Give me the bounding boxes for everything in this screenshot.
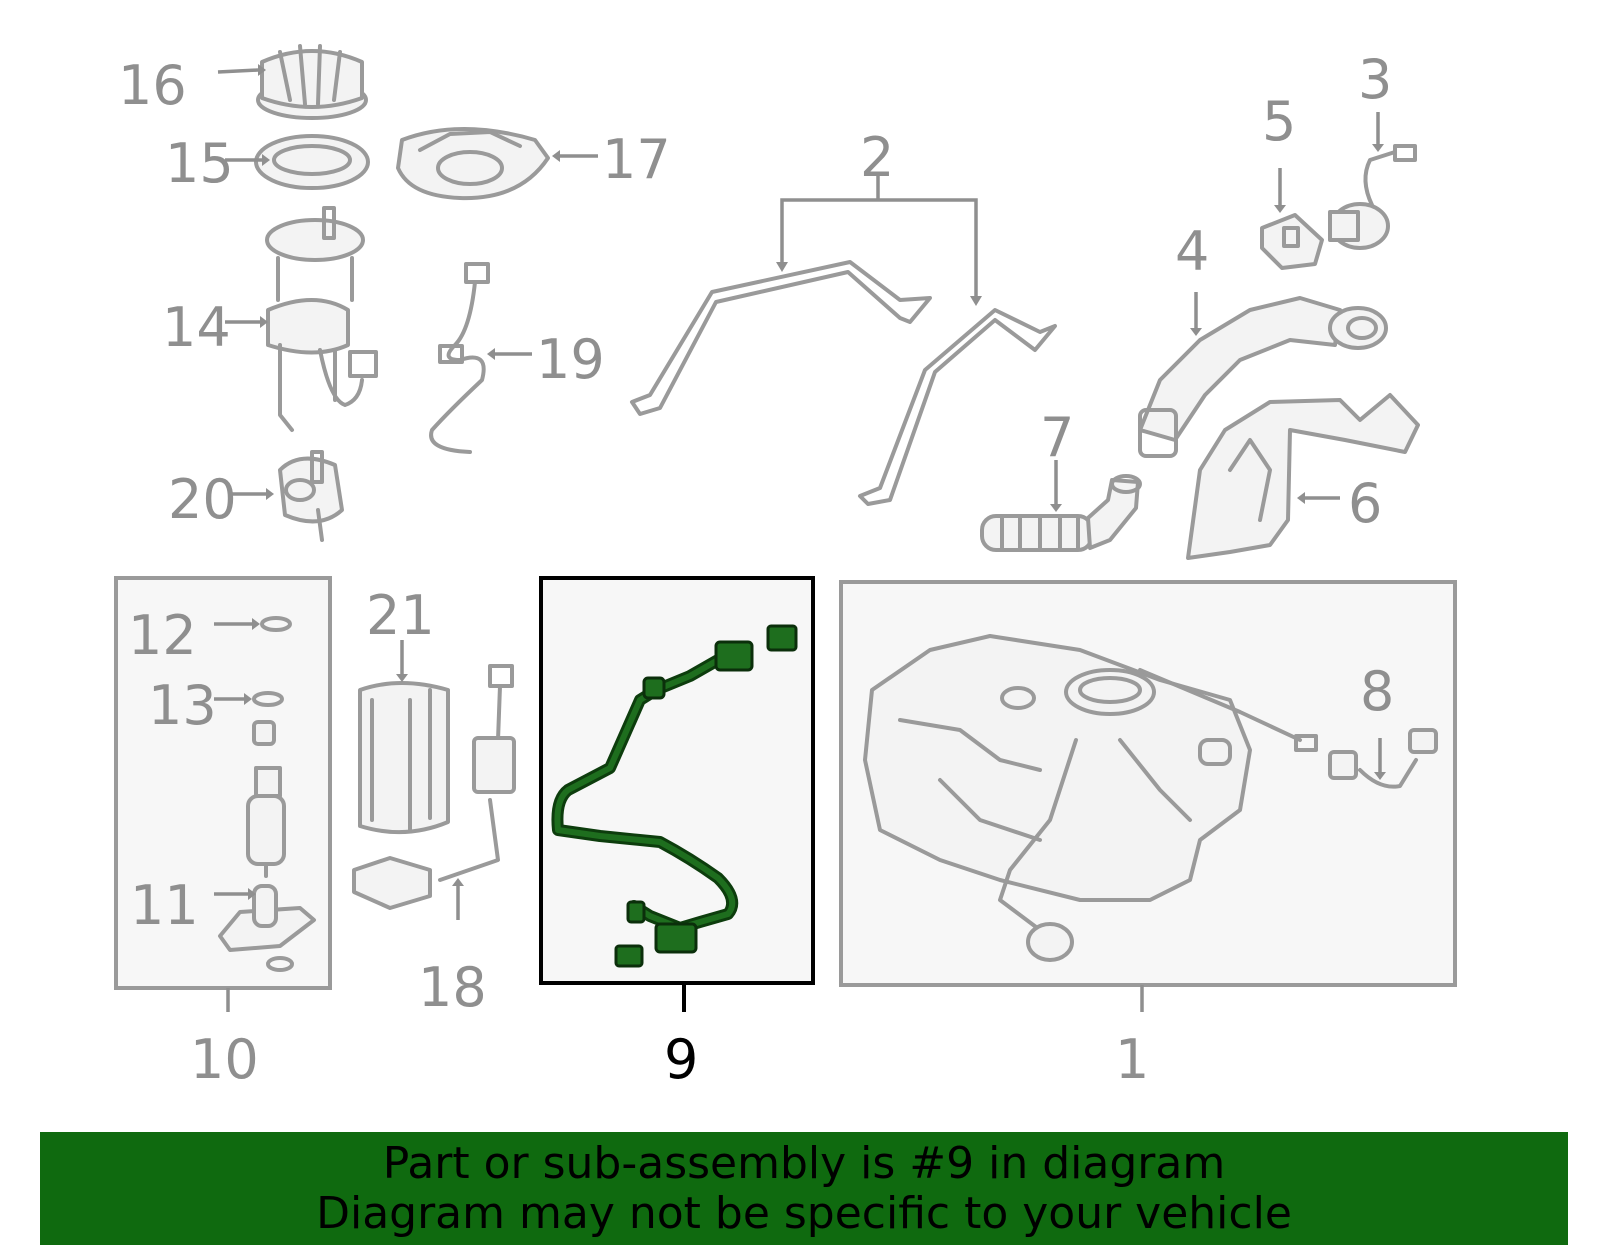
callout-20[interactable]: 20 <box>168 468 237 531</box>
part-15-seal-ring[interactable] <box>254 134 370 190</box>
callout-14[interactable]: 14 <box>162 296 231 359</box>
callout-6[interactable]: 6 <box>1348 472 1382 535</box>
part-12-washer[interactable] <box>260 616 292 632</box>
part-11-pump-base[interactable] <box>218 884 316 972</box>
part-1-fuel-tank[interactable] <box>863 634 1318 962</box>
callout-18[interactable]: 18 <box>418 956 487 1019</box>
banner-line-1: Part or sub-assembly is #9 in diagram <box>382 1137 1226 1189</box>
callout-16[interactable]: 16 <box>118 54 187 117</box>
part-18-sender-harness[interactable] <box>352 664 516 910</box>
connector-upper <box>714 640 754 672</box>
part-4-filler-neck[interactable] <box>1138 296 1388 458</box>
part-19-sender-wire[interactable] <box>429 262 490 454</box>
part-5-clip[interactable] <box>1260 213 1324 270</box>
connector-bottom-loose <box>614 944 644 968</box>
callout-10[interactable]: 10 <box>190 1028 259 1091</box>
callout-13[interactable]: 13 <box>148 674 217 737</box>
banner-line-2: Diagram may not be specific to your vehi… <box>316 1187 1292 1239</box>
callout-19[interactable]: 19 <box>536 328 605 391</box>
callout-3[interactable]: 3 <box>1358 48 1392 111</box>
part-17-cover-plate[interactable] <box>396 127 550 201</box>
callout-9[interactable]: 9 <box>664 1028 698 1091</box>
callout-15[interactable]: 15 <box>165 132 234 195</box>
callout-8[interactable]: 8 <box>1360 660 1394 723</box>
callout-2[interactable]: 2 <box>860 126 894 189</box>
part-16-cap[interactable] <box>256 44 368 120</box>
callout-21[interactable]: 21 <box>366 584 435 647</box>
callout-7[interactable]: 7 <box>1040 406 1074 469</box>
part-3-fuel-cap[interactable] <box>1328 144 1417 250</box>
part-2-tank-straps[interactable] <box>630 260 1057 506</box>
part-14-fuel-pump-module[interactable] <box>265 206 378 432</box>
part-21-fuel-filter[interactable] <box>358 681 450 835</box>
callout-12[interactable]: 12 <box>128 604 197 667</box>
part-13-washer[interactable] <box>252 691 284 707</box>
callout-11[interactable]: 11 <box>130 874 199 937</box>
connector-top-loose <box>766 624 798 652</box>
part-8-vent-hose[interactable] <box>1328 728 1438 789</box>
connector-lower-small <box>626 900 646 924</box>
callout-5[interactable]: 5 <box>1262 90 1296 153</box>
part-6-heat-shield[interactable] <box>1186 393 1420 560</box>
part-7-breather-hose[interactable] <box>980 474 1142 552</box>
connector-inline <box>642 676 666 700</box>
callout-1[interactable]: 1 <box>1115 1028 1149 1091</box>
part-20-pressure-regulator[interactable] <box>278 450 344 542</box>
callout-4[interactable]: 4 <box>1175 220 1209 283</box>
arrow-16 <box>217 68 259 74</box>
info-banner: Part or sub-assembly is #9 in diagram Di… <box>40 1132 1568 1245</box>
part-9-wire-harness[interactable] <box>551 624 798 968</box>
part-fuel-pump-motor[interactable] <box>246 720 286 878</box>
connector-lower <box>654 922 698 954</box>
callout-17[interactable]: 17 <box>602 128 671 191</box>
